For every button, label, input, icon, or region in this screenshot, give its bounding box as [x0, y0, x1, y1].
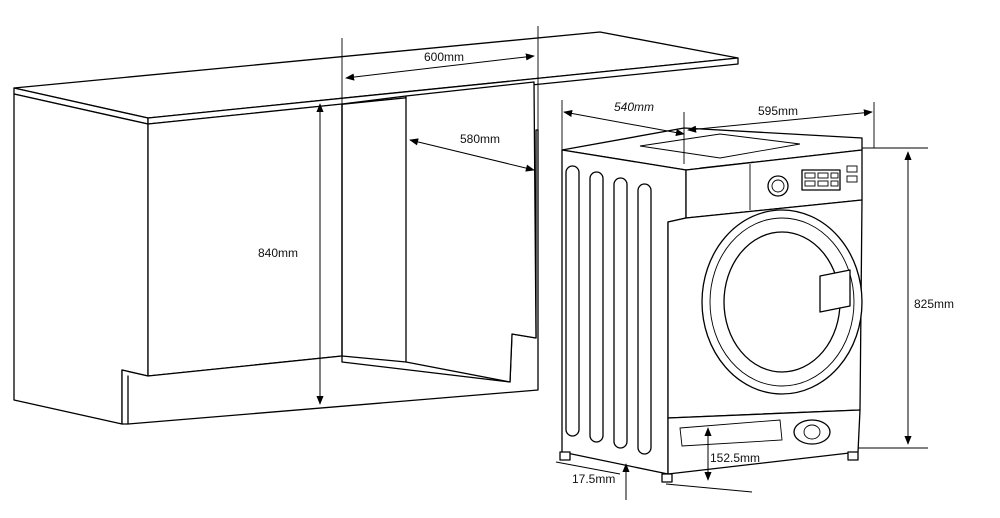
worktop-side-edge [147, 57, 739, 125]
label-cabinet-height: 840mm [258, 246, 298, 260]
niche-top-line [341, 95, 407, 105]
filter-cap-icon [793, 419, 831, 445]
machine-base [667, 409, 861, 475]
dimension-lines [316, 53, 912, 500]
floor-ref-left [555, 461, 621, 475]
program-dial-icon [767, 175, 789, 197]
dim-line-580 [409, 138, 535, 172]
door-ring [709, 217, 855, 387]
program-dial-inner [771, 179, 785, 193]
niche-floor-line [341, 355, 407, 363]
dim-line-600 [345, 53, 535, 81]
service-panel [679, 419, 783, 447]
label-door-gap: 152.5mm [710, 451, 760, 465]
filter-cap-inner [803, 424, 821, 440]
dimension-labels: 600mm 580mm 840mm 540mm 595mm 825mm 152.… [258, 50, 954, 486]
label-machine-height: 825mm [914, 297, 954, 311]
cabinet-front-panel [147, 103, 343, 377]
display-buttons [804, 165, 858, 187]
side-ribs [565, 165, 652, 455]
door-handle [819, 269, 851, 313]
label-machine-depth: 540mm [614, 100, 654, 114]
foot-front-right [847, 451, 859, 461]
washing-machine [555, 100, 928, 493]
display-panel [801, 169, 841, 191]
dim-line-540 [563, 109, 685, 137]
label-foot-height: 17.5mm [572, 472, 615, 486]
machine-top-panel [639, 133, 801, 159]
floor-ref-front [665, 483, 753, 493]
label-machine-width: 595mm [758, 104, 798, 118]
label-cabinet-width: 600mm [424, 50, 464, 64]
foot-left [559, 451, 571, 461]
label-cabinet-depth: 580mm [460, 132, 500, 146]
foot-front-left [661, 473, 673, 483]
dim-line-595 [687, 109, 873, 133]
